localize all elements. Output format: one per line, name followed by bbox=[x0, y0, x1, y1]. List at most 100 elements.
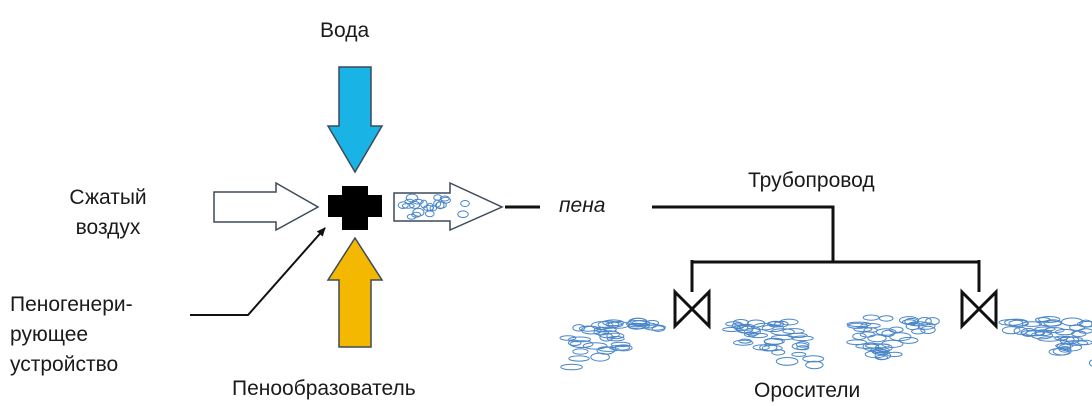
spray-droplet bbox=[568, 355, 590, 362]
spray-droplet bbox=[761, 344, 783, 352]
spray-droplet bbox=[1043, 319, 1063, 327]
spray-droplet bbox=[796, 345, 810, 351]
sprinklers-label: Оросители bbox=[754, 379, 861, 402]
spray-droplet bbox=[874, 349, 890, 356]
foam-bubble bbox=[397, 201, 409, 209]
spray-droplet bbox=[1021, 321, 1043, 327]
spray-droplet bbox=[738, 338, 752, 344]
spray-droplet bbox=[875, 328, 897, 336]
foam-generator-device bbox=[328, 186, 382, 230]
spray-droplet bbox=[802, 355, 825, 363]
spray-droplet bbox=[875, 354, 888, 361]
spray-droplet bbox=[602, 319, 625, 327]
compressed-air-label-line1: Сжатый bbox=[69, 186, 147, 209]
spray-droplet bbox=[639, 322, 658, 329]
spray-droplet bbox=[1021, 329, 1044, 337]
sprinkler-spray-right-a bbox=[846, 314, 940, 361]
spray-droplet bbox=[805, 360, 824, 370]
spray-droplet bbox=[846, 321, 872, 327]
sprinkler-spray-right-b bbox=[998, 316, 1092, 367]
spray-droplet bbox=[920, 325, 936, 334]
spray-droplet bbox=[733, 339, 754, 346]
water-label: Вода bbox=[320, 19, 370, 42]
spray-droplet bbox=[625, 320, 648, 328]
foam-bubble bbox=[435, 201, 447, 209]
spray-droplet bbox=[898, 336, 919, 344]
spray-droplet bbox=[863, 327, 878, 333]
spray-droplet bbox=[1076, 320, 1092, 328]
foaming-agent-label: Пенообразователь bbox=[232, 377, 416, 400]
spray-droplet bbox=[878, 315, 894, 322]
valve-right bbox=[960, 288, 998, 330]
foam-output-arrow bbox=[393, 181, 504, 232]
spray-droplet bbox=[610, 341, 631, 348]
spray-droplet bbox=[846, 339, 867, 346]
spray-droplet bbox=[1088, 359, 1092, 367]
foaming-agent-arrow bbox=[326, 236, 384, 348]
device-leader-line bbox=[190, 227, 326, 316]
spray-droplet bbox=[560, 363, 583, 371]
spray-droplet bbox=[744, 327, 761, 336]
foam-generator-label-line1: Пеногенери- bbox=[10, 293, 133, 316]
sprinkler-spray-left-b bbox=[722, 318, 825, 370]
spray-droplet bbox=[1034, 329, 1053, 337]
spray-droplet bbox=[582, 342, 608, 350]
spray-droplet bbox=[1077, 339, 1092, 346]
spray-droplet bbox=[1020, 328, 1037, 337]
spray-droplet bbox=[559, 335, 577, 341]
spray-droplet bbox=[852, 332, 867, 340]
spray-droplet bbox=[766, 321, 782, 327]
foam-label: пена bbox=[559, 194, 606, 217]
spray-droplet bbox=[779, 318, 799, 326]
spray-droplet bbox=[763, 337, 785, 345]
pipeline bbox=[652, 205, 981, 292]
spray-droplet bbox=[593, 326, 617, 333]
spray-droplet bbox=[597, 320, 620, 329]
spray-droplet bbox=[771, 334, 795, 341]
spray-droplet bbox=[568, 336, 592, 343]
spray-droplet bbox=[590, 352, 610, 362]
spray-droplet bbox=[771, 349, 786, 356]
spray-droplet bbox=[1035, 317, 1051, 323]
spray-droplet bbox=[867, 334, 887, 343]
spray-droplet bbox=[925, 317, 940, 326]
spray-droplet bbox=[862, 342, 879, 352]
compressed-air-arrow bbox=[213, 181, 320, 232]
compressed-air-label-line2: воздух bbox=[75, 216, 141, 239]
spray-droplet bbox=[1034, 326, 1056, 332]
spray-droplet bbox=[859, 331, 876, 338]
spray-droplet bbox=[606, 332, 625, 340]
spray-droplet bbox=[889, 332, 912, 342]
spray-droplet bbox=[1038, 316, 1061, 323]
spray-droplet bbox=[881, 339, 904, 348]
spray-droplet bbox=[791, 335, 814, 342]
spray-droplet bbox=[567, 339, 582, 346]
spray-droplet bbox=[572, 348, 589, 355]
spray-droplet bbox=[598, 330, 620, 339]
spray-droplet bbox=[791, 351, 807, 357]
spray-droplet bbox=[722, 327, 741, 332]
spray-droplet bbox=[1059, 335, 1075, 345]
spray-droplet bbox=[998, 319, 1024, 326]
foam-bubble bbox=[433, 194, 443, 201]
foam-generator-label-line2: рующее bbox=[10, 323, 89, 346]
foam-bubble bbox=[460, 200, 470, 207]
spray-droplet bbox=[609, 345, 631, 351]
spray-droplet bbox=[775, 357, 799, 366]
pipeline-label: Трубопровод bbox=[748, 169, 875, 192]
spray-droplet bbox=[734, 324, 749, 332]
spray-droplet bbox=[917, 317, 932, 326]
spray-droplet bbox=[782, 328, 805, 335]
spray-droplet bbox=[580, 325, 602, 335]
sprinkler-spray-left-a bbox=[559, 317, 666, 371]
spray-droplet bbox=[578, 325, 599, 332]
foam-bubble bbox=[409, 200, 421, 209]
foam-bubble bbox=[412, 207, 425, 217]
spray-droplet bbox=[759, 343, 778, 352]
spray-droplet bbox=[795, 341, 810, 348]
spray-droplet bbox=[1079, 319, 1092, 328]
spray-droplet bbox=[862, 314, 880, 321]
spray-droplet bbox=[753, 322, 775, 331]
spray-droplet bbox=[1058, 336, 1083, 342]
